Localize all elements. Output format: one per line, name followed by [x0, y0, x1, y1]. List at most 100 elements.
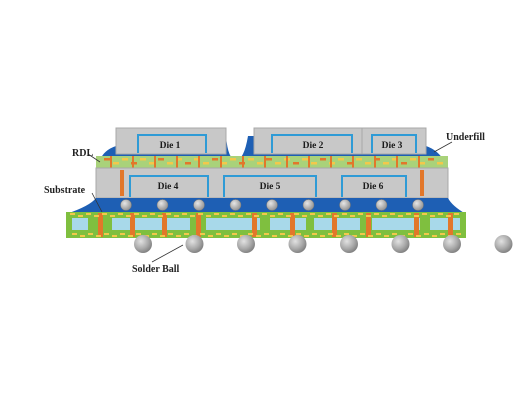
bump-array [120, 199, 424, 211]
substrate-trace [358, 213, 363, 215]
c4-bump [266, 199, 278, 211]
die-5: Die 5 [223, 175, 317, 197]
substrate-trace [78, 215, 83, 217]
rdl-trace [158, 158, 164, 161]
rdl-trace [338, 158, 344, 161]
substrate-trace [230, 213, 235, 215]
substrate-via [162, 213, 167, 237]
die-1: Die 1 [115, 127, 227, 155]
die-4-circuit [129, 175, 209, 197]
c4-bump [229, 199, 242, 211]
rdl-via [374, 156, 376, 168]
underfill-callout: Underfill [433, 132, 485, 153]
substrate-via [366, 213, 371, 237]
substrate-trace [438, 213, 443, 215]
rdl-via [418, 156, 420, 168]
substrate-trace [304, 235, 309, 237]
substrate-trace [342, 213, 347, 215]
substrate-trace [208, 235, 213, 237]
solder-ball [494, 235, 513, 253]
rdl-via [264, 156, 266, 168]
substrate-trace [206, 215, 211, 217]
substrate-via [130, 213, 135, 237]
substrate-trace [168, 233, 173, 235]
substrate-trace [414, 215, 419, 217]
substrate-trace [432, 235, 437, 237]
solder-ball [443, 235, 461, 253]
substrate-trace [320, 235, 325, 237]
rdl-trace [185, 162, 191, 165]
substrate-trace [424, 233, 429, 235]
substrate-trace [126, 215, 131, 217]
solder-ball [237, 235, 255, 253]
substrate-trace [96, 235, 101, 237]
substrate-core-cell [372, 218, 420, 230]
rdl-via [198, 156, 200, 168]
substrate-trace [318, 215, 323, 217]
substrate-trace [350, 215, 355, 217]
rdl-trace [221, 162, 227, 165]
rdl-trace [212, 158, 218, 161]
substrate-trace [136, 233, 141, 235]
substrate-trace [150, 213, 155, 215]
die-1-label: Die 1 [160, 141, 181, 151]
c4-bump [339, 199, 351, 211]
substrate-trace [294, 213, 299, 215]
substrate-trace [248, 233, 253, 235]
die-3: Die 3 [361, 127, 427, 155]
substrate-trace [142, 215, 147, 217]
substrate-trace [94, 215, 99, 217]
solder-ball [288, 235, 307, 253]
substrate-trace [360, 233, 365, 235]
die-5-circuit [223, 175, 317, 197]
substrate-trace [80, 235, 85, 237]
substrate-via [332, 213, 337, 237]
substrate-trace [352, 235, 357, 237]
substrate-trace [224, 235, 229, 237]
die-6-label: Die 6 [363, 182, 384, 192]
rdl-via [220, 156, 222, 168]
substrate-trace [280, 233, 285, 235]
die-5-label: Die 5 [260, 182, 281, 192]
rdl-callout: RDL [72, 148, 101, 163]
substrate-trace [232, 233, 237, 235]
substrate-trace [392, 233, 397, 235]
die-4-label: Die 4 [158, 182, 179, 192]
rdl-trace [311, 162, 317, 165]
substrate-trace [160, 235, 165, 237]
rdl-layer [96, 156, 448, 168]
substrate-trace [344, 233, 349, 235]
substrate-trace [326, 213, 331, 215]
substrate-vias [98, 213, 453, 237]
substrate-trace [200, 233, 205, 235]
rdl-trace [383, 162, 389, 165]
substrate-trace [454, 213, 459, 215]
rdl-via [352, 156, 354, 168]
die-3-circuit [371, 134, 417, 153]
rdl-trace [275, 162, 281, 165]
rdl-trace [392, 158, 398, 161]
tiv-left [120, 170, 124, 196]
substrate-trace [406, 213, 411, 215]
substrate-trace [390, 213, 395, 215]
substrate-label: Substrate [44, 185, 86, 196]
substrate-trace [182, 213, 187, 215]
c4-bump [375, 199, 388, 211]
substrate-trace [270, 215, 275, 217]
substrate-trace [296, 233, 301, 235]
substrate-trace [368, 235, 373, 237]
c4-bump [193, 199, 205, 211]
substrate-trace [158, 215, 163, 217]
rdl-via [132, 156, 134, 168]
substrate-trace [174, 215, 179, 217]
substrate-trace [176, 235, 181, 237]
substrate-trace [328, 233, 333, 235]
rdl-trace [428, 158, 434, 161]
substrate-trace [72, 233, 77, 235]
substrate-via [448, 213, 453, 237]
die-2-label: Die 2 [303, 141, 324, 151]
substrate-trace [166, 213, 171, 215]
substrate-trace [184, 233, 189, 235]
rdl-via [242, 156, 244, 168]
solder-ball [134, 235, 152, 253]
